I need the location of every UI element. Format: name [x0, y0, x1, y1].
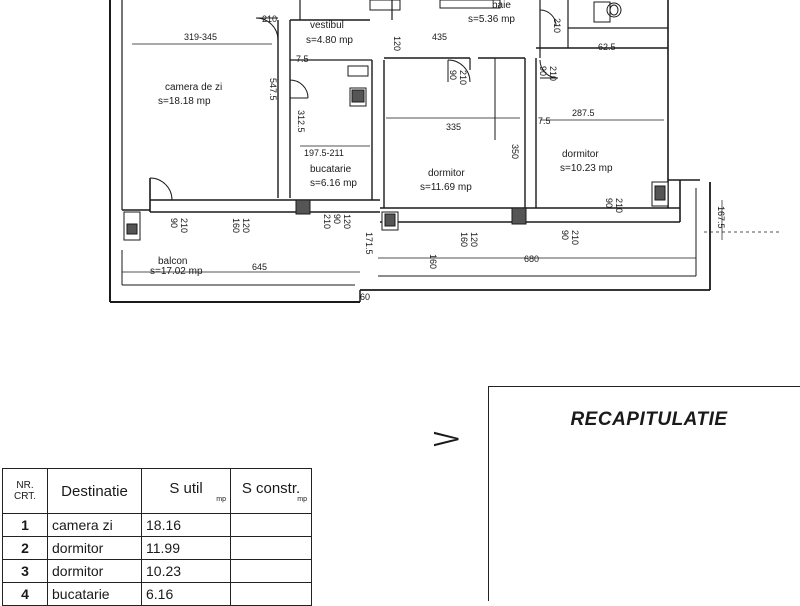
dimension: 435 — [432, 32, 447, 42]
cell-s-constr — [230, 513, 312, 537]
fixtures — [369, 0, 622, 23]
dimension: 120 — [241, 218, 251, 233]
dimension: 171.5 — [364, 232, 374, 255]
room-labels: camera de zi s=18.18 mp vestibul s=4.80 … — [150, 0, 613, 277]
room-name: vestibul — [310, 20, 344, 31]
dimension: 7.5 — [538, 116, 551, 126]
dimension: 160 — [459, 232, 469, 247]
cell-s-util: 11.99 — [141, 536, 231, 560]
cell-nr: 3 — [2, 559, 48, 583]
room-area: s=17.02 mp — [150, 266, 203, 277]
room-name: baie — [492, 0, 511, 11]
col-s-util-label: S util — [169, 479, 203, 497]
dimension: 547.5 — [268, 78, 278, 101]
table-row: 3 dormitor 10.23 — [2, 559, 312, 583]
col-s-util: S util mp — [141, 468, 231, 514]
cell-s-util: 18.16 — [141, 513, 231, 537]
cell-nr: 4 — [2, 582, 48, 606]
table-row: 4 bucatarie 6.16 — [2, 582, 312, 606]
dimension: 62.5 — [598, 42, 616, 52]
room-name: bucatarie — [310, 164, 352, 175]
dimension: 90 — [169, 218, 179, 228]
margin-mark: V — [426, 431, 467, 447]
dimension: 197.5-211 — [304, 148, 344, 158]
col-s-constr-unit: mp — [297, 495, 307, 503]
dimension: 210 — [548, 66, 558, 81]
dimension: 210 — [614, 198, 624, 213]
recap-panel: RECAPITULATIE — [488, 386, 800, 601]
col-destinatie: Destinatie — [47, 468, 142, 514]
dimension: 210 — [552, 18, 562, 33]
room-area: s=6.16 mp — [310, 178, 357, 189]
dimension: 645 — [252, 262, 267, 272]
dimension: 350 — [510, 144, 520, 159]
recap-table-wrapper: NR. CRT. Destinatie S util mp S constr. … — [2, 468, 312, 606]
dimension: 210 — [458, 70, 468, 85]
table-row: 1 camera zi 18.16 — [2, 513, 312, 537]
col-nr: NR. CRT. — [2, 468, 48, 514]
dimension: 312.5 — [296, 110, 306, 133]
room-area: s=10.23 mp — [560, 163, 613, 174]
col-s-constr-label: S constr. — [241, 479, 301, 497]
cell-nr: 2 — [2, 536, 48, 560]
dimension: 60 — [360, 292, 370, 302]
table-row: 2 dormitor 11.99 — [2, 536, 312, 560]
dimension: 7.5 — [296, 54, 309, 64]
dimension: 120 — [392, 36, 402, 51]
col-s-util-unit: mp — [216, 495, 226, 503]
dimension: 90 — [448, 70, 458, 80]
walls — [109, 0, 711, 303]
dimension: 90 — [604, 198, 614, 208]
dimension: 90 — [538, 66, 548, 76]
dimension: 210 — [262, 14, 277, 24]
dimension-lines — [122, 43, 780, 273]
col-s-constr: S constr. mp — [230, 468, 312, 514]
dimension: 90 — [560, 230, 570, 240]
dimension: 319-345 — [184, 32, 217, 42]
room-name: dormitor — [562, 149, 599, 160]
table-header-row: NR. CRT. Destinatie S util mp S constr. … — [2, 468, 312, 514]
recap-title: RECAPITULATIE — [570, 409, 728, 430]
dimension: 335 — [446, 122, 461, 132]
dimension: 210 — [570, 230, 580, 245]
cell-s-constr — [230, 536, 312, 560]
dimension: 120 — [469, 232, 479, 247]
col-nr-label: NR. — [16, 480, 34, 491]
recap-table: NR. CRT. Destinatie S util mp S constr. … — [2, 468, 312, 606]
cell-destinatie: bucatarie — [47, 582, 142, 606]
cell-destinatie: dormitor — [47, 536, 142, 560]
dimension: 160 — [231, 218, 241, 233]
room-name: camera de zi — [165, 82, 222, 93]
dimension: 90 — [332, 214, 342, 224]
room-area: s=4.80 mp — [306, 35, 353, 46]
room-area: s=18.18 mp — [158, 96, 211, 107]
cell-destinatie: camera zi — [47, 513, 142, 537]
cell-destinatie: dormitor — [47, 559, 142, 583]
room-name: dormitor — [428, 168, 465, 179]
cell-s-constr — [230, 582, 312, 606]
dimension: 160 — [428, 254, 438, 269]
dimension: 210 — [322, 214, 332, 229]
cell-s-util: 10.23 — [141, 559, 231, 583]
room-name: balcon — [158, 256, 187, 267]
dimension: 287.5 — [572, 108, 595, 118]
dimension-labels: 319-345 210 547.5 7.5 120 435 210 90 210… — [169, 14, 726, 302]
room-area: s=11.69 mp — [420, 182, 472, 193]
dimension: 167.5 — [716, 206, 726, 229]
dimension: 120 — [342, 214, 352, 229]
columns — [123, 65, 669, 241]
cell-s-constr — [230, 559, 312, 583]
cell-s-util: 6.16 — [141, 582, 231, 606]
dimension: 680 — [524, 254, 539, 264]
door-swings — [149, 9, 559, 201]
room-area: s=5.36 mp — [468, 14, 515, 25]
cell-nr: 1 — [2, 513, 48, 537]
dimension: 210 — [179, 218, 189, 233]
col-crt-label: CRT. — [13, 491, 37, 502]
